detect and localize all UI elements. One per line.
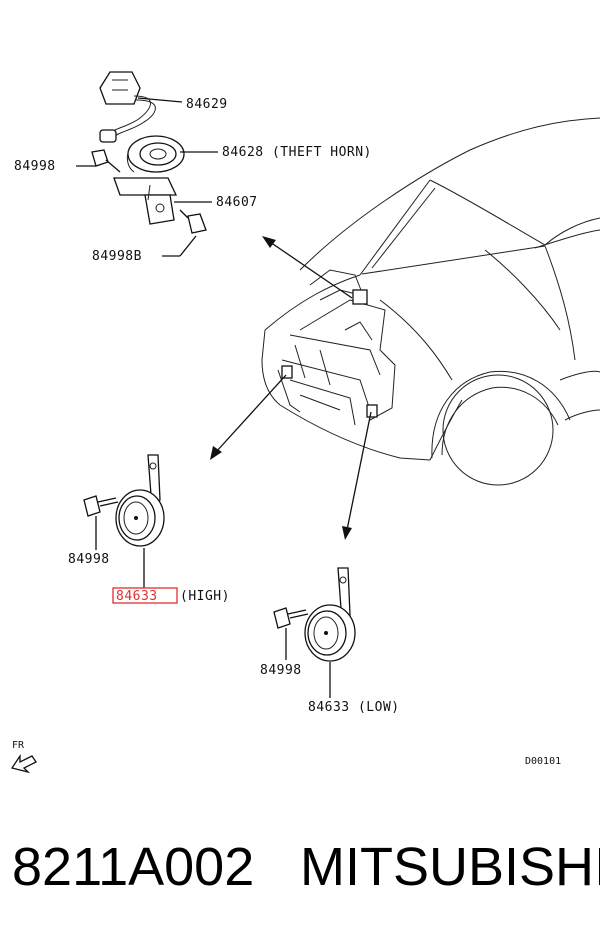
front-direction-marker: FR — [10, 740, 37, 774]
diagram-code: D00101 — [525, 756, 561, 767]
vehicle-outline — [261, 117, 600, 486]
callout-theft-horn: 84628 (THEFT HORN) — [222, 145, 372, 160]
callout-low-bolt: 84998 — [260, 663, 302, 678]
brand-name: MITSUBISHI — [300, 837, 600, 897]
pointer-arrows — [210, 236, 372, 540]
callout-bolt-b: 84998B — [92, 249, 142, 264]
front-label: FR — [12, 740, 25, 751]
callout-harness: 84629 — [186, 97, 228, 112]
low-horn — [273, 567, 356, 662]
callout-low-horn: 84633 (LOW) — [308, 700, 400, 715]
part-number: 8211A002 — [12, 837, 255, 897]
theft-horn-assembly — [91, 71, 207, 234]
callout-high-horn-suffix: (HIGH) — [180, 589, 230, 604]
callout-high-bolt: 84998 — [68, 552, 110, 567]
callout-bolt-left: 84998 — [14, 159, 56, 174]
front-arrow-icon — [10, 753, 37, 774]
leader-lines — [76, 97, 331, 698]
high-horn — [83, 454, 165, 547]
callout-high-horn-part: 84633 — [116, 589, 158, 604]
callout-bracket: 84607 — [216, 195, 258, 210]
highlight-box — [112, 587, 178, 604]
